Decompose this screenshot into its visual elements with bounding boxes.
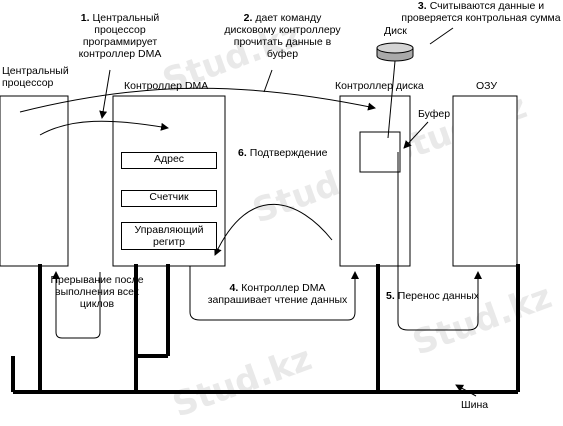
step2-number: 2. — [243, 12, 253, 24]
step3-number: 3. — [417, 0, 427, 12]
address-register: Адрес — [121, 152, 217, 169]
bus-label: Шина — [461, 399, 489, 411]
step5-arrow — [397, 152, 482, 331]
disk-controller-block — [339, 95, 411, 267]
step4-description: Контроллер DMA запрашивает чтение данных — [207, 282, 348, 306]
interrupt-arrow — [52, 271, 101, 339]
step3-pointer — [429, 27, 454, 45]
step1-pointer — [99, 69, 111, 119]
buffer-pointer — [403, 121, 429, 149]
disk-icon — [376, 42, 414, 62]
interrupt-text: Прерывание после выполнения всех циклов — [50, 274, 144, 310]
dma-controller-label: Контроллер DMA — [124, 80, 209, 92]
cpu-label: Центральный процессор — [2, 65, 69, 89]
buffer-label: Буфер — [418, 108, 451, 120]
step5-description: Перенос данных — [397, 290, 479, 302]
step1-number: 1. — [80, 12, 90, 24]
step4-number: 4. — [229, 282, 239, 294]
step5-text: 5.Перенос данных — [386, 290, 479, 302]
step3-description: Считываются данные и проверяется контрол… — [401, 0, 561, 24]
step6-description: Подтверждение — [249, 147, 328, 159]
step6-arrow — [214, 203, 333, 256]
system-bus — [11, 264, 520, 394]
step2-description: дает команду дисковому контроллеру прочи… — [224, 12, 341, 60]
step6-number: 6. — [238, 147, 247, 159]
step2-text: 2.дает команду дисковому контроллеру про… — [220, 12, 345, 60]
step2-pointer — [263, 69, 273, 93]
cpu-block — [0, 95, 69, 267]
ram-label: ОЗУ — [476, 80, 498, 92]
step3-text: 3.Считываются данные и проверяется контр… — [400, 0, 562, 24]
step6-text: 6.Подтверждение — [238, 147, 328, 159]
disk-to-buffer-line — [387, 60, 396, 139]
step4-text: 4.Контроллер DMA запрашивает чтение данн… — [205, 282, 350, 306]
ram-block — [452, 95, 518, 267]
buffer-block — [359, 131, 401, 173]
counter-register: Счетчик — [121, 190, 217, 207]
diagram-graphics — [0, 27, 520, 397]
step5-number: 5. — [386, 290, 395, 302]
disk-controller-label: Контроллер диска — [335, 80, 424, 92]
step1-description: Центральный процессор программирует конт… — [78, 12, 162, 60]
step1-text: 1.Центральный процессор программирует ко… — [70, 12, 170, 60]
step1-arrow — [39, 120, 169, 136]
step4-arrow — [189, 266, 359, 321]
bus-pointer — [455, 384, 477, 397]
step2-arrow — [19, 87, 376, 113]
disk-label: Диск — [384, 25, 407, 37]
control-register: Управляющий регитр — [121, 222, 217, 250]
